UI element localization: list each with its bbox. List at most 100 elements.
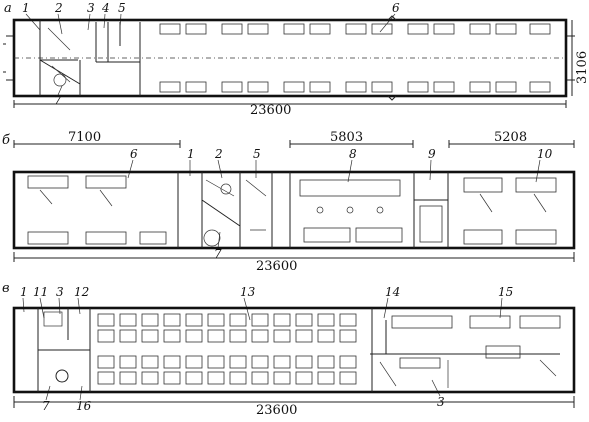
panel-b-label-1: 1 bbox=[187, 147, 195, 161]
panel-c-label-13: 13 bbox=[240, 285, 256, 299]
seat bbox=[295, 313, 313, 327]
panel-b-letter: б bbox=[2, 133, 10, 148]
seat bbox=[317, 355, 335, 369]
seat bbox=[229, 329, 247, 343]
panel-b: б 7100 5803 5208 6 1 2 5 8 9 10 7 bbox=[2, 130, 576, 274]
seat bbox=[185, 313, 203, 327]
panel-c-label-7: 7 bbox=[42, 399, 50, 413]
panel-b-label-6: 6 bbox=[130, 147, 138, 161]
panel-b-label-10: 10 bbox=[537, 147, 553, 161]
panel-c-label-3: 3 bbox=[56, 285, 64, 299]
panel-c-label-15: 15 bbox=[498, 285, 513, 299]
seat bbox=[185, 355, 203, 369]
panel-b-dim-7100: 7100 bbox=[68, 130, 101, 145]
panel-c-width-dim-line bbox=[13, 396, 575, 408]
seat bbox=[207, 313, 225, 327]
seat bbox=[317, 371, 335, 385]
seat bbox=[339, 355, 357, 369]
seat bbox=[97, 329, 115, 343]
panel-c-partitions bbox=[37, 308, 560, 392]
seat bbox=[251, 313, 269, 327]
panel-b-room-10 bbox=[463, 177, 557, 245]
seat bbox=[97, 371, 115, 385]
panel-b-room-6 bbox=[27, 175, 167, 245]
panel-b-top-dim-lines bbox=[13, 140, 575, 148]
seat bbox=[317, 329, 335, 343]
seat bbox=[119, 371, 137, 385]
seat bbox=[273, 355, 291, 369]
panel-b-label-5: 5 bbox=[253, 147, 261, 161]
panel-c-width-dim: 23600 bbox=[256, 403, 297, 418]
panel-c-letter: в bbox=[2, 281, 10, 296]
seat bbox=[339, 371, 357, 385]
panel-c-fixture bbox=[43, 311, 63, 327]
panel-a-center-mark bbox=[387, 15, 397, 101]
seat bbox=[229, 371, 247, 385]
panel-a-vestibule bbox=[39, 20, 141, 96]
seat bbox=[141, 329, 159, 343]
panel-a-label-5: 5 bbox=[118, 1, 126, 15]
seat bbox=[295, 371, 313, 385]
seat bbox=[141, 355, 159, 369]
panel-a-seats-top bbox=[159, 23, 551, 35]
panel-b-width-dim: 23600 bbox=[256, 259, 297, 274]
panel-a-label-4: 4 bbox=[101, 1, 110, 15]
panel-b-room-8 bbox=[299, 179, 403, 243]
panel-c-label-14: 14 bbox=[385, 285, 400, 299]
seat bbox=[229, 355, 247, 369]
seat bbox=[295, 329, 313, 343]
seat bbox=[97, 313, 115, 327]
seat bbox=[97, 355, 115, 369]
seat bbox=[119, 313, 137, 327]
seat bbox=[163, 329, 181, 343]
panel-c-label-12: 12 bbox=[74, 285, 89, 299]
panel-b-partitions bbox=[177, 172, 449, 248]
seat bbox=[185, 371, 203, 385]
seat bbox=[119, 355, 137, 369]
seat bbox=[163, 313, 181, 327]
seat bbox=[251, 329, 269, 343]
panel-c-kitchen bbox=[379, 315, 561, 388]
seat bbox=[119, 329, 137, 343]
panel-a: а 1 2 3 4 5 6 7 bbox=[3, 1, 589, 118]
seat bbox=[207, 355, 225, 369]
panel-a-label-3: 3 bbox=[87, 1, 95, 15]
panel-b-label-2: 2 bbox=[214, 147, 223, 161]
panel-a-left-coupler bbox=[3, 35, 15, 81]
panel-c-label-16: 16 bbox=[76, 399, 92, 413]
panel-a-seats-bottom bbox=[159, 81, 551, 93]
seat bbox=[339, 313, 357, 327]
panel-a-right-coupler bbox=[565, 35, 575, 81]
seat bbox=[295, 355, 313, 369]
seat bbox=[251, 371, 269, 385]
panel-a-height-dim: 3106 bbox=[575, 51, 589, 84]
panel-b-dim-5803: 5803 bbox=[330, 130, 363, 145]
seat bbox=[163, 371, 181, 385]
panel-c-leaders bbox=[22, 297, 503, 401]
panel-c: в 1 11 3 12 13 14 15 7 16 3 23600 bbox=[2, 281, 576, 418]
panel-a-label-7: 7 bbox=[54, 93, 62, 107]
panel-a-letter: а bbox=[4, 1, 12, 16]
panel-a-label-2: 2 bbox=[54, 1, 63, 15]
seat bbox=[273, 329, 291, 343]
seat bbox=[317, 313, 335, 327]
panel-b-vestibule-fixtures bbox=[203, 179, 267, 247]
panel-a-label-6: 6 bbox=[392, 1, 400, 15]
panel-b-label-7: 7 bbox=[214, 247, 222, 261]
seat bbox=[229, 313, 247, 327]
panel-a-width-dim-line bbox=[13, 100, 567, 108]
panel-a-label-1: 1 bbox=[22, 1, 30, 15]
seat bbox=[273, 313, 291, 327]
seat bbox=[141, 371, 159, 385]
panel-c-boiler bbox=[55, 369, 69, 383]
seat bbox=[163, 355, 181, 369]
seat bbox=[207, 329, 225, 343]
seat bbox=[339, 329, 357, 343]
panel-c-label-1: 1 bbox=[20, 285, 28, 299]
panel-b-label-8: 8 bbox=[349, 147, 357, 161]
panel-b-body bbox=[12, 170, 576, 250]
panel-b-label-9: 9 bbox=[428, 147, 436, 161]
panel-b-room-9 bbox=[419, 205, 443, 243]
panel-c-seat-grid bbox=[97, 313, 357, 385]
